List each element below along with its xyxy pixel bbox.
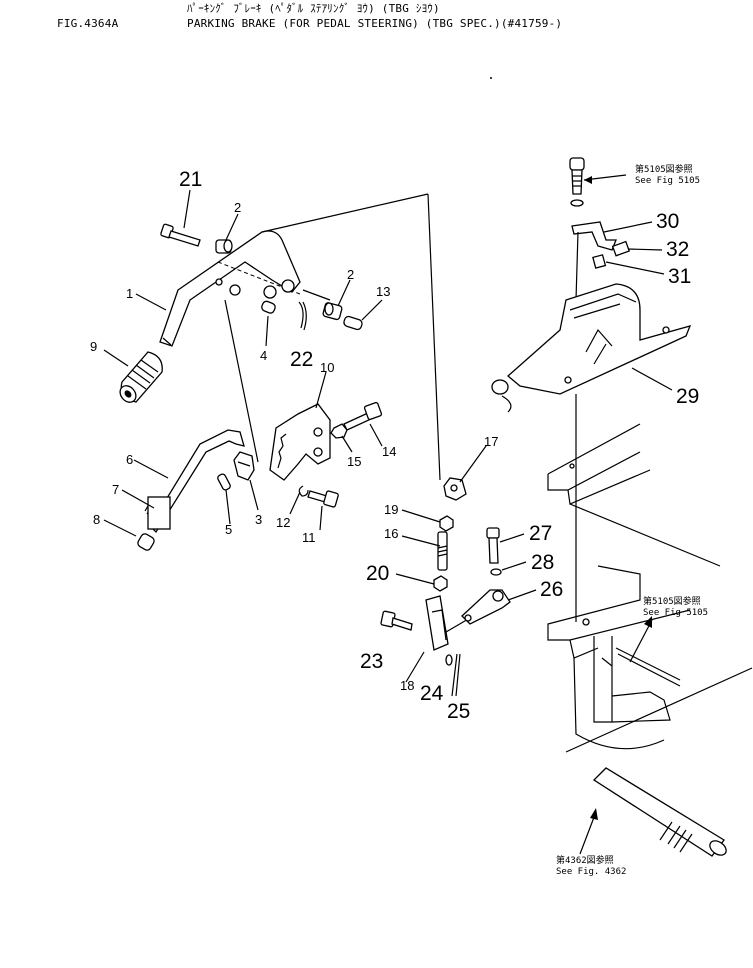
frame-lower bbox=[547, 394, 753, 753]
lower-shaft bbox=[592, 767, 727, 857]
callout-20: 20 bbox=[366, 562, 389, 585]
callout-9: 9 bbox=[90, 339, 97, 354]
callout-25: 25 bbox=[447, 700, 470, 723]
callout-5: 5 bbox=[225, 522, 232, 537]
callout-30: 30 bbox=[656, 210, 679, 233]
callout-7: 7 bbox=[112, 482, 119, 497]
clevis-3 bbox=[233, 451, 255, 481]
cotter-pin-25 bbox=[451, 653, 461, 697]
pin-5 bbox=[217, 473, 231, 491]
ref-arrow-head-bottom bbox=[590, 808, 598, 820]
ref-top-jp: 第5105図参照 bbox=[635, 163, 693, 175]
nut-15 bbox=[330, 423, 348, 439]
clip-30 bbox=[571, 221, 617, 251]
ref-arrow-head-top bbox=[584, 176, 592, 184]
bolt-11 bbox=[307, 490, 339, 508]
header-fig-code: FIG.4364A bbox=[57, 17, 119, 30]
callout-19: 19 bbox=[384, 502, 398, 517]
cotter-pin-22 bbox=[298, 301, 307, 331]
callout-2-upper: 2 bbox=[234, 200, 241, 215]
leader-lines bbox=[103, 189, 673, 683]
callout-labels: 21 2 1 9 2 13 4 22 10 6 7 8 5 3 14 15 12… bbox=[90, 168, 699, 723]
pad-32 bbox=[611, 240, 631, 257]
callout-1: 1 bbox=[126, 286, 133, 301]
bolt-27 bbox=[486, 527, 500, 564]
lever-hole-mid bbox=[263, 285, 277, 299]
callout-26: 26 bbox=[540, 578, 563, 601]
callout-29: 29 bbox=[676, 385, 699, 408]
clevis-17 bbox=[443, 477, 467, 501]
guide-line-lever-to-link bbox=[224, 299, 259, 463]
bolt-23 bbox=[380, 610, 413, 631]
callout-24: 24 bbox=[420, 682, 444, 705]
callout-22: 22 bbox=[290, 348, 313, 371]
ref-mid-jp: 第5105図参照 bbox=[643, 595, 701, 607]
callout-15: 15 bbox=[347, 454, 361, 469]
lever-arm-26 bbox=[461, 589, 511, 625]
guide-line-top bbox=[261, 193, 429, 233]
guide-line-pin bbox=[302, 289, 331, 301]
guide-line-vertical bbox=[427, 193, 441, 481]
callout-6: 6 bbox=[126, 452, 133, 467]
bracket-vertical-line bbox=[575, 231, 579, 301]
callout-3: 3 bbox=[255, 512, 262, 527]
ref-bottom-en: See Fig. 4362 bbox=[556, 867, 626, 877]
callout-21: 21 bbox=[179, 168, 202, 191]
washer-24 bbox=[445, 654, 453, 666]
callout-14: 14 bbox=[382, 444, 396, 459]
callout-2-lower: 2 bbox=[347, 267, 354, 282]
washer-28 bbox=[490, 568, 502, 576]
callout-32: 32 bbox=[666, 238, 689, 261]
pad-31 bbox=[592, 254, 607, 269]
spring-7 bbox=[144, 496, 171, 530]
snap-ring-12 bbox=[298, 485, 309, 497]
callout-4: 4 bbox=[260, 348, 267, 363]
lever-hole-left bbox=[229, 284, 241, 296]
ref-top-en: See Fig 5105 bbox=[635, 176, 700, 186]
callout-13: 13 bbox=[376, 284, 390, 299]
bolt-21 bbox=[160, 223, 201, 247]
callout-8: 8 bbox=[93, 512, 100, 527]
callout-17: 17 bbox=[484, 434, 498, 449]
header-title-jp: ﾊﾟｰｷﾝｸﾞ ﾌﾞﾚｰｷ (ﾍﾟﾀﾞﾙ ｽﾃｱﾘﾝｸﾞ ﾖｳ) (TBG ｼﾖ… bbox=[187, 2, 440, 15]
ref-arrow-head-mid bbox=[644, 616, 652, 628]
bushing-2-upper bbox=[215, 239, 233, 254]
speck bbox=[490, 77, 492, 79]
nut-20 bbox=[433, 575, 448, 592]
bolt-14 bbox=[343, 401, 383, 431]
bushing-2-lower bbox=[322, 302, 343, 321]
callout-11: 11 bbox=[302, 530, 316, 545]
knob-8 bbox=[137, 533, 155, 551]
callout-18: 18 bbox=[400, 678, 414, 693]
callout-23: 23 bbox=[360, 650, 383, 673]
top-bolt bbox=[569, 157, 585, 207]
callout-12: 12 bbox=[276, 515, 290, 530]
ref-arrow-bottom bbox=[579, 811, 597, 855]
callout-16: 16 bbox=[384, 526, 398, 541]
callout-28: 28 bbox=[531, 551, 554, 574]
ratchet-plate-10 bbox=[269, 403, 331, 481]
callout-10: 10 bbox=[320, 360, 334, 375]
ref-bottom-jp: 第4362図参照 bbox=[556, 854, 614, 866]
lever-end-edge bbox=[162, 337, 172, 346]
figure-references: 第5105図参照 See Fig 5105 第5105図参照 See Fig 5… bbox=[556, 163, 708, 877]
ref-mid-en: See Fig 5105 bbox=[643, 608, 708, 618]
grip-9 bbox=[119, 351, 163, 403]
rod-16 bbox=[437, 531, 448, 571]
clevis-18 bbox=[425, 595, 449, 651]
lever-hole-right bbox=[281, 279, 295, 293]
pin-13 bbox=[343, 315, 363, 331]
callout-27: 27 bbox=[529, 522, 552, 545]
nut-19 bbox=[439, 515, 454, 532]
bracket-29 bbox=[491, 283, 692, 413]
ref-arrow-mid bbox=[629, 619, 653, 663]
lever-small-hole bbox=[215, 278, 223, 286]
header-title-en: PARKING BRAKE (FOR PEDAL STEERING) (TBG … bbox=[187, 17, 563, 30]
pin-4 bbox=[261, 300, 276, 314]
callout-31: 31 bbox=[668, 265, 691, 288]
